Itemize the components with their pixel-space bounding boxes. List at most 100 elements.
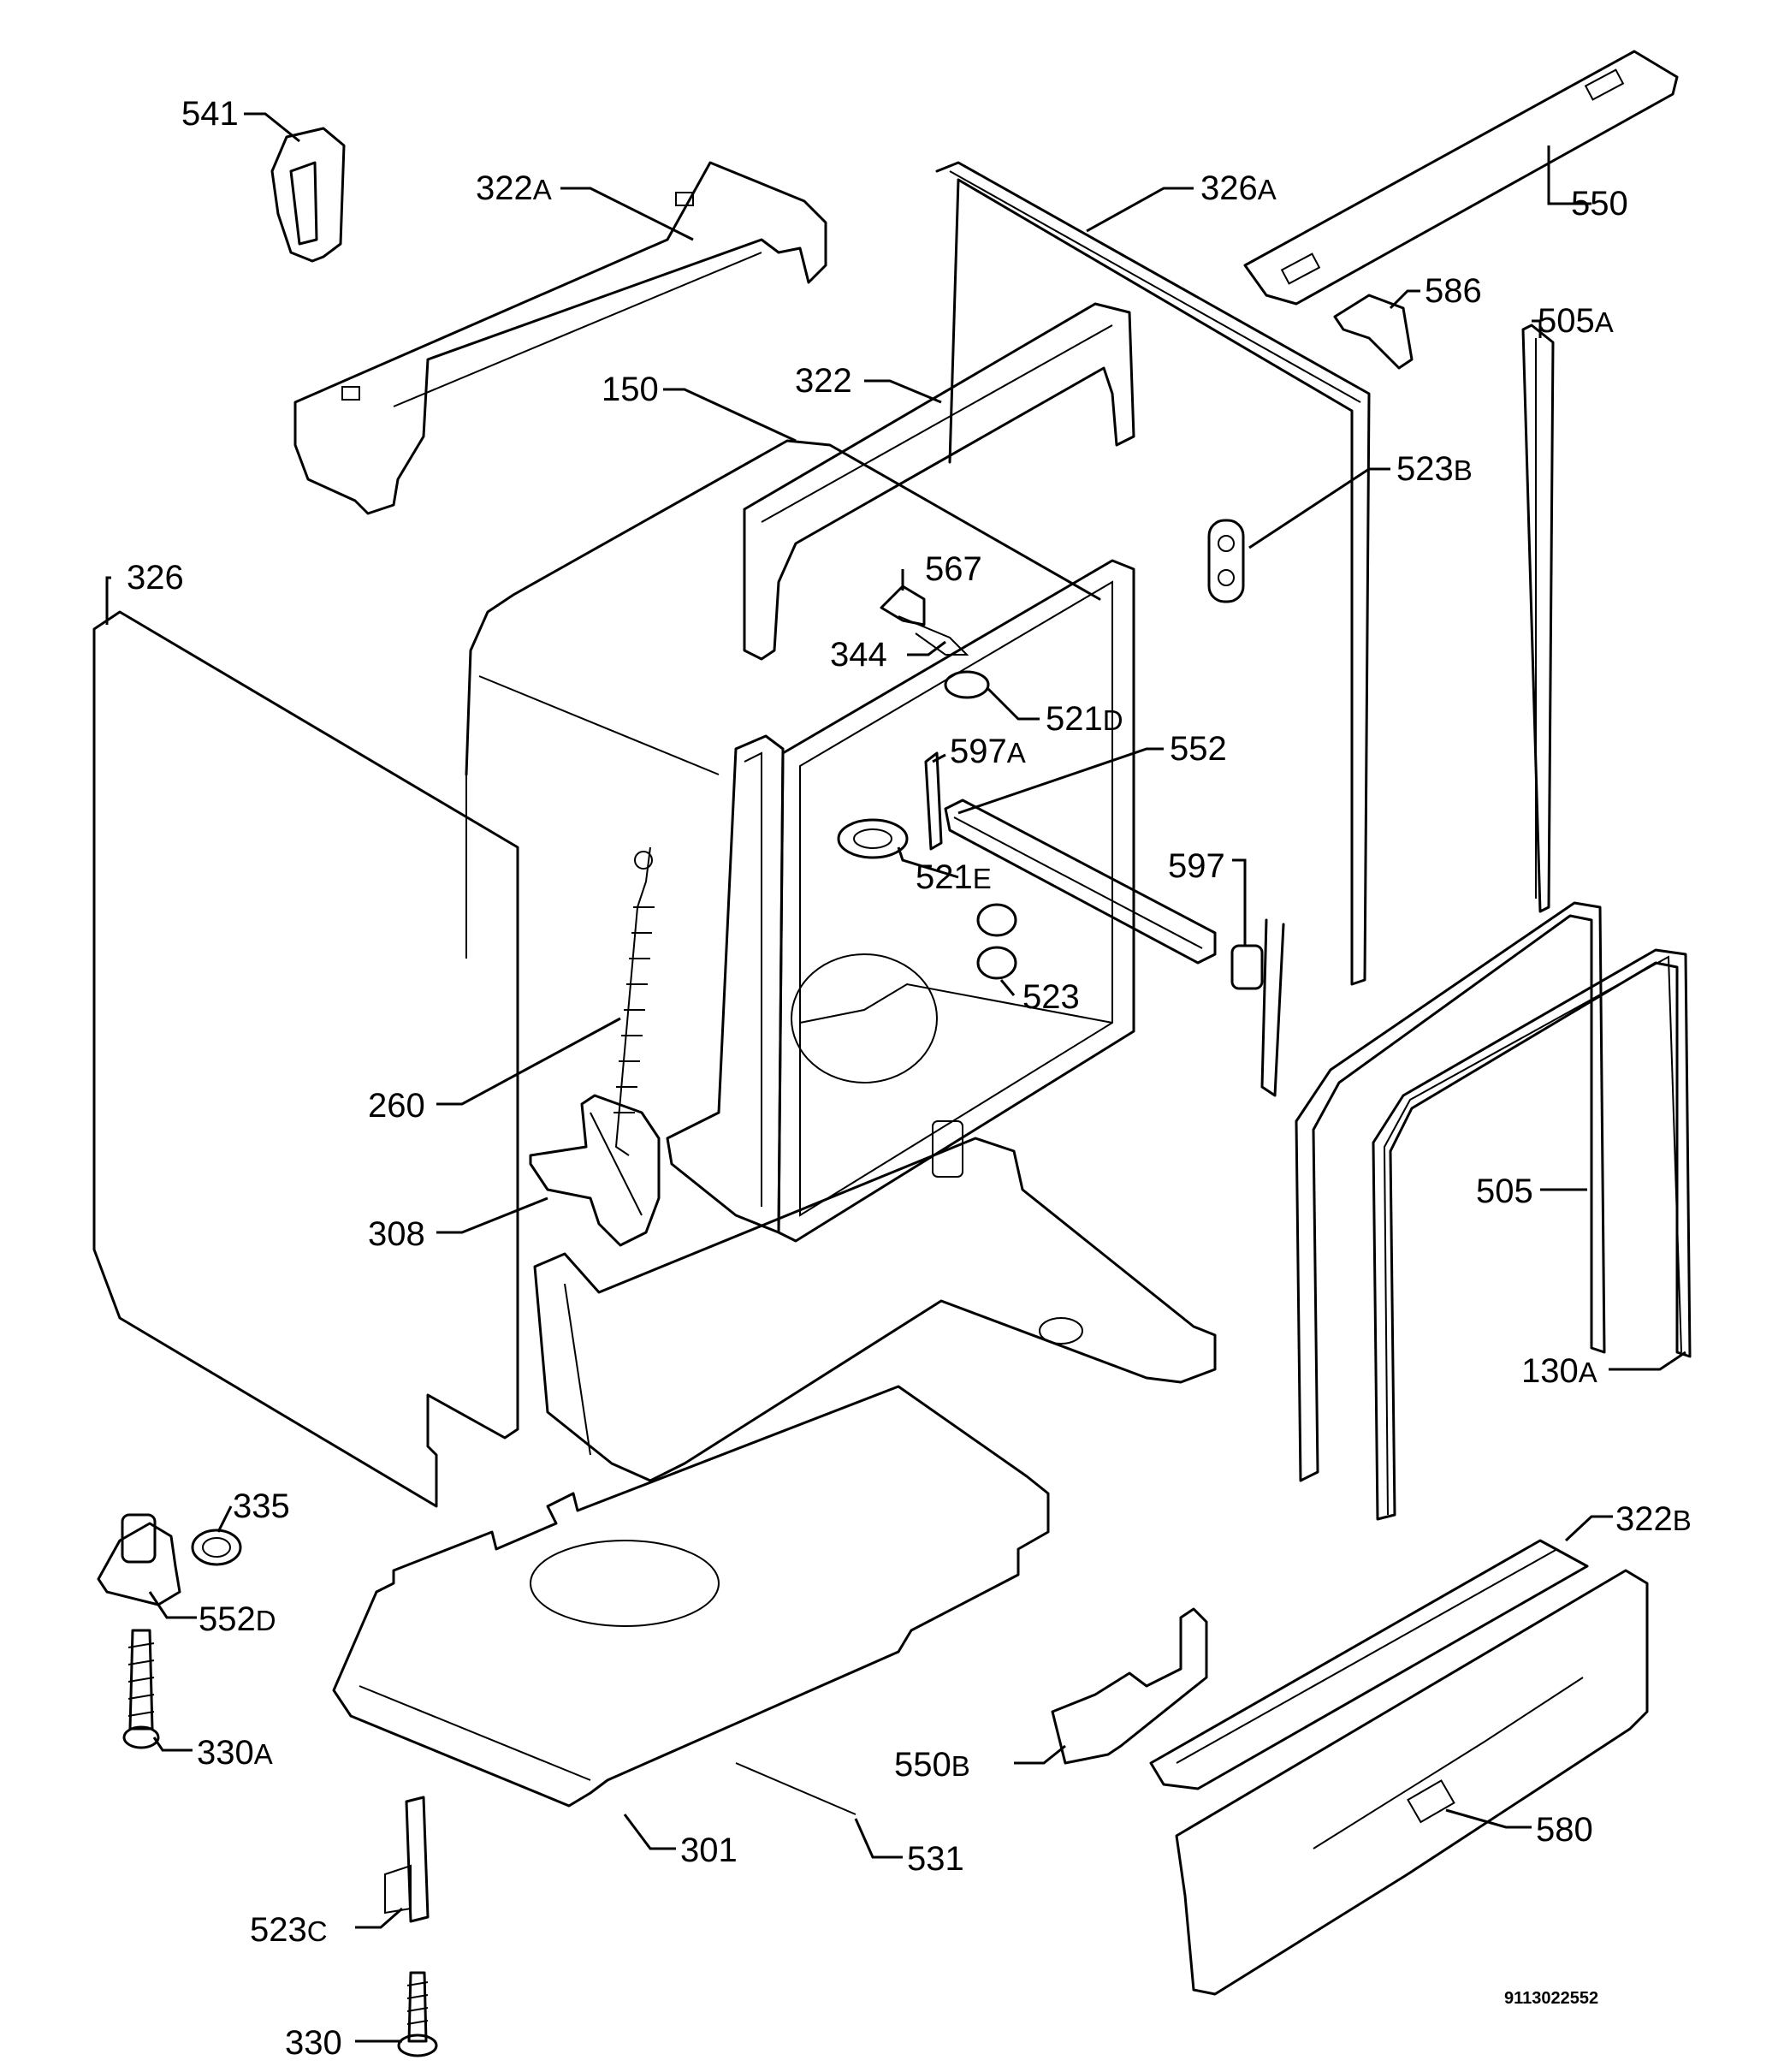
part-550-top-rail bbox=[1243, 50, 1679, 306]
callout-number: 505 bbox=[1476, 1173, 1533, 1210]
callout-326a: 326A bbox=[1200, 171, 1277, 205]
callout-130a: 130A bbox=[1521, 1354, 1597, 1388]
callout-suffix: A bbox=[253, 1738, 273, 1770]
callout-505a: 505A bbox=[1538, 304, 1614, 338]
callout-344: 344 bbox=[830, 638, 887, 672]
callout-521e: 521E bbox=[916, 860, 992, 894]
part-301-base-tray bbox=[332, 1385, 1050, 1808]
part-150-tub bbox=[465, 439, 1101, 959]
callout-322: 322 bbox=[795, 364, 852, 398]
callout-552: 552 bbox=[1170, 732, 1227, 766]
part-597a-pin bbox=[924, 751, 943, 851]
callout-number: 523 bbox=[1396, 450, 1454, 488]
callout-number: 301 bbox=[680, 1832, 738, 1869]
callout-number: 531 bbox=[907, 1840, 964, 1878]
callout-550: 550 bbox=[1571, 187, 1628, 221]
callout-number: 322 bbox=[1615, 1500, 1673, 1538]
part-322b-rail bbox=[1149, 1539, 1589, 1790]
callout-number: 344 bbox=[830, 636, 887, 674]
callout-suffix: A bbox=[1257, 174, 1277, 205]
callout-suffix: A bbox=[1006, 737, 1026, 769]
callout-suffix: B bbox=[951, 1750, 970, 1782]
callout-number: 150 bbox=[602, 371, 659, 408]
part-330a-screw bbox=[122, 1629, 160, 1749]
callout-number: 505 bbox=[1538, 302, 1595, 340]
callout-number: 523 bbox=[250, 1911, 307, 1949]
callout-number: 330 bbox=[285, 2024, 342, 2062]
callout-550b: 550B bbox=[894, 1748, 970, 1782]
callout-suffix: A bbox=[1594, 306, 1614, 338]
part-580-plate bbox=[1175, 1569, 1649, 1996]
callout-suffix: C bbox=[306, 1915, 328, 1947]
callout-150: 150 bbox=[602, 372, 659, 407]
part-505-seal bbox=[1295, 901, 1606, 1482]
part-330-screw bbox=[397, 1971, 438, 2057]
callout-suffix: A bbox=[532, 174, 552, 205]
callout-number: 541 bbox=[181, 95, 239, 133]
part-521e-seal bbox=[837, 818, 909, 859]
callout-523: 523 bbox=[1022, 980, 1080, 1014]
part-326a-side-panel bbox=[935, 161, 1371, 1097]
callout-322b: 322B bbox=[1615, 1502, 1692, 1536]
part-552d-motor bbox=[97, 1513, 181, 1606]
part-531-wire bbox=[735, 1762, 856, 1815]
callout-330a: 330A bbox=[197, 1736, 273, 1770]
part-523-grommet bbox=[976, 903, 1017, 980]
callout-326: 326 bbox=[127, 561, 184, 595]
callout-suffix: A bbox=[1578, 1357, 1597, 1388]
callout-521d: 521D bbox=[1046, 702, 1123, 736]
callout-number: 521 bbox=[1046, 700, 1103, 738]
part-523c-bracket bbox=[384, 1796, 430, 1923]
callout-541: 541 bbox=[181, 97, 239, 131]
callout-260: 260 bbox=[368, 1089, 425, 1123]
callout-597a: 597A bbox=[950, 734, 1026, 769]
callout-322a: 322A bbox=[476, 171, 552, 205]
part-130a-seal bbox=[1372, 948, 1692, 1521]
part-260-spring bbox=[613, 846, 655, 1156]
part-597-clip bbox=[1230, 944, 1264, 990]
callout-330: 330 bbox=[285, 2026, 342, 2060]
callout-531: 531 bbox=[907, 1842, 964, 1876]
callout-number: 326 bbox=[127, 559, 184, 597]
callout-597: 597 bbox=[1168, 849, 1225, 883]
callout-suffix: D bbox=[1102, 704, 1123, 736]
callout-number: 335 bbox=[233, 1487, 290, 1525]
part-335-gear bbox=[191, 1529, 242, 1566]
callout-number: 330 bbox=[197, 1734, 254, 1772]
callout-308: 308 bbox=[368, 1217, 425, 1251]
callout-523b: 523B bbox=[1396, 452, 1473, 486]
callout-number: 580 bbox=[1536, 1811, 1593, 1849]
callout-505: 505 bbox=[1476, 1174, 1533, 1208]
callout-suffix: E bbox=[972, 863, 992, 894]
callout-number: 552 bbox=[1170, 730, 1227, 768]
part-hinge-arm bbox=[666, 734, 785, 1234]
callout-301: 301 bbox=[680, 1833, 738, 1867]
part-521d-seal bbox=[944, 670, 990, 699]
callout-number: 597 bbox=[950, 733, 1007, 770]
part-523b-grommet bbox=[1207, 519, 1245, 603]
callout-335: 335 bbox=[233, 1489, 290, 1523]
part-550b-bracket bbox=[1051, 1607, 1208, 1765]
callout-suffix: B bbox=[1672, 1505, 1692, 1536]
callout-number: 326 bbox=[1200, 169, 1258, 207]
part-567-clip bbox=[880, 585, 926, 626]
callout-suffix: D bbox=[255, 1605, 276, 1636]
callout-number: 308 bbox=[368, 1215, 425, 1253]
part-322-frame bbox=[743, 302, 1135, 661]
part-322a-top-frame bbox=[293, 161, 827, 515]
callout-number: 521 bbox=[916, 858, 973, 896]
callout-552d: 552D bbox=[199, 1602, 276, 1636]
callout-number: 552 bbox=[199, 1600, 256, 1638]
part-505a-seal bbox=[1521, 324, 1555, 913]
leader-lines bbox=[105, 112, 1686, 2043]
callout-number: 567 bbox=[925, 550, 982, 588]
part-308-hinge bbox=[529, 1094, 661, 1247]
part-586-bracket bbox=[1333, 294, 1414, 370]
callout-number: 550 bbox=[894, 1746, 951, 1784]
drawing-number: 9113022552 bbox=[1504, 1989, 1599, 2008]
callout-number: 597 bbox=[1168, 847, 1225, 885]
part-326-side-panel bbox=[92, 610, 519, 1508]
callout-567: 567 bbox=[925, 552, 982, 586]
callout-number: 550 bbox=[1571, 185, 1628, 223]
